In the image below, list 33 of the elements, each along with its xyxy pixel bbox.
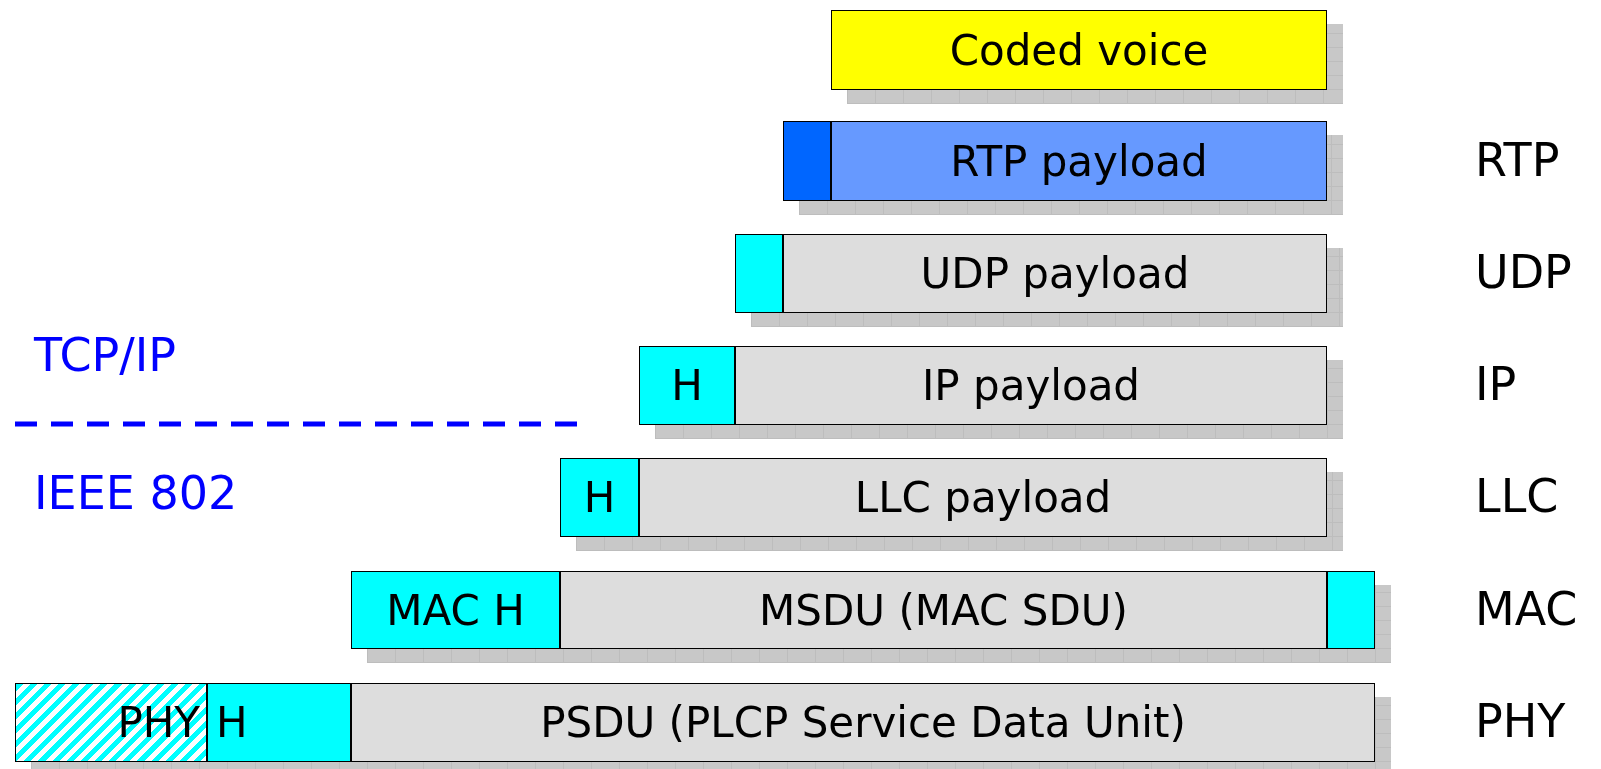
block-label: UDP payload (920, 249, 1190, 298)
layer-label: UDP (1475, 245, 1572, 299)
layer-label: MAC (1475, 582, 1578, 636)
stack-label: TCP/IP (34, 328, 177, 382)
block-label: RTP payload (950, 136, 1208, 186)
layer-label: LLC (1475, 469, 1559, 523)
layer-label: PHY (1475, 694, 1566, 748)
header-block (351, 571, 560, 649)
block-label: Coded voice (949, 25, 1209, 75)
header-block (207, 683, 351, 762)
header-block (639, 346, 735, 425)
block-label: H (216, 698, 248, 747)
header-block (560, 458, 639, 537)
header-block (735, 234, 783, 313)
payload-block (639, 458, 1327, 537)
payload-block (351, 683, 1375, 762)
payload-block (735, 346, 1327, 425)
stack-label: IEEE 802 (34, 466, 238, 520)
payload-block (831, 121, 1327, 201)
block-label: H (671, 361, 703, 410)
block-label: MSDU (MAC SDU) (759, 585, 1128, 635)
block-label: H (583, 473, 616, 522)
trailer-block (1327, 571, 1375, 649)
header-block (783, 121, 831, 201)
layer-label: RTP (1475, 133, 1560, 187)
block-label: PSDU (PLCP Service Data Unit) (540, 698, 1186, 747)
text-block (831, 10, 1327, 90)
block-label: LLC payload (854, 473, 1112, 522)
block-label: IP payload (921, 361, 1141, 410)
payload-block (783, 234, 1327, 313)
payload-block (560, 571, 1327, 649)
block-label: MAC H (386, 585, 525, 635)
layer-label: IP (1475, 357, 1517, 411)
